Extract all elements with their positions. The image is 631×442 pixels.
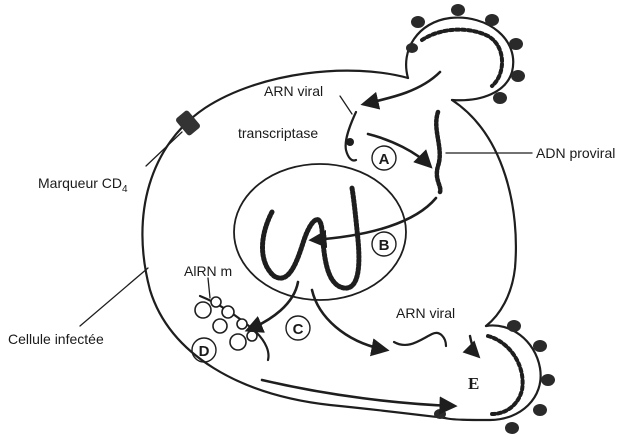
step-a-marker: A [372,146,396,170]
transcriptase-enzyme [346,138,354,146]
step-c-marker: C [286,316,310,340]
arrow-to-budding [262,380,454,406]
leader-cellule-infectee [80,268,148,326]
step-b-label: B [379,237,390,254]
leader-arn-m [208,278,210,298]
proviral-dna [436,112,440,192]
cell-membrane-right [452,100,516,326]
step-a-label: A [379,151,390,168]
chromosome [263,188,359,288]
label-marqueur-cd4-subscript: 4 [122,184,128,195]
step-b-marker: B [372,232,396,256]
new-viral-rna [394,333,446,346]
label-arn-viral-top: ARN viral [264,83,323,99]
label-marqueur-cd4: Marqueur CD4 [38,175,128,195]
label-cellule-infectee: Cellule infectée [8,331,104,347]
leader-arn-viral-top [340,96,352,114]
label-marqueur-cd4-main: Marqueur CD [38,175,122,191]
arrow-step-a [368,134,430,166]
label-arn-viral-bottom: ARN viral [396,305,455,321]
label-transcriptase: transcriptase [238,125,318,141]
label-arn-m: AlRN m [184,263,232,279]
arrow-step-b [312,198,436,240]
step-c-label: C [293,321,304,338]
arrow-to-viral-rna [312,290,386,350]
arrow-to-bud-top [470,336,478,356]
viral-rna-entering [346,112,356,161]
step-e-marker: E [458,368,496,398]
step-e-label: E [468,374,479,393]
leader-marqueur-cd4 [146,132,182,166]
step-d-marker: D [192,338,216,362]
step-d-label: D [199,343,210,360]
label-adn-proviral: ADN proviral [536,145,615,161]
